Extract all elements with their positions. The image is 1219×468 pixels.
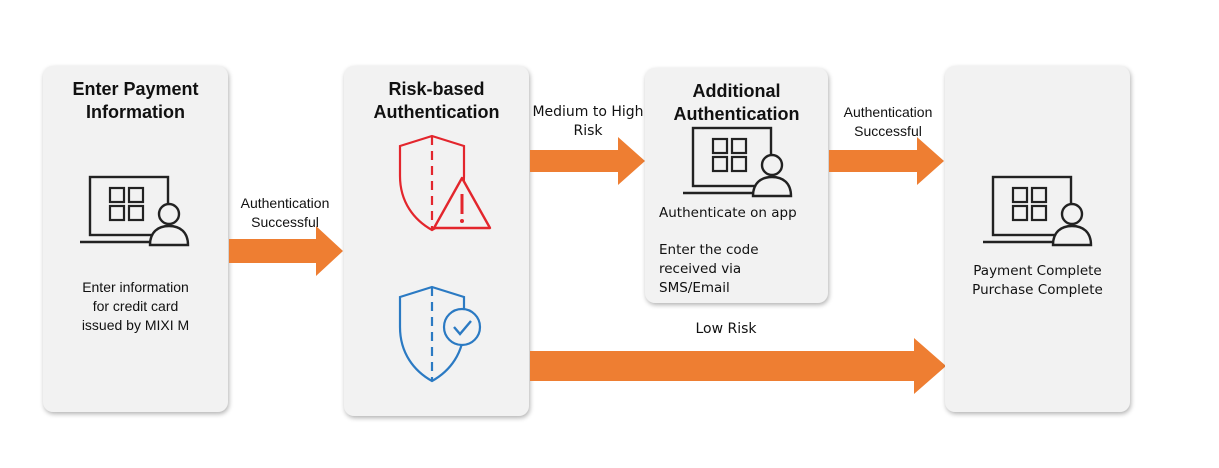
laptop-user-icon <box>683 126 793 198</box>
arrow-medium-high-risk <box>530 137 645 185</box>
arrow-to-complete <box>829 137 944 185</box>
payment-complete-description: Payment Complete Purchase Complete <box>972 263 1103 298</box>
risk-based-title: Risk-based Authentication <box>373 79 500 122</box>
label-authentication-successful-2: Authentication Successful <box>843 104 933 139</box>
label-low-risk: Low Risk <box>695 321 757 337</box>
enter-payment-description: Enter information for credit card issued… <box>81 279 190 333</box>
additional-title: Additional Authentication <box>673 81 800 124</box>
shield-warning-icon <box>398 134 492 232</box>
arrow-to-risk <box>229 226 343 276</box>
card-risk-based: Risk-based Authentication <box>344 66 529 416</box>
arrow-low-risk <box>530 338 946 394</box>
additional-authenticate-on-app: Authenticate on app <box>659 205 797 221</box>
card-additional-authentication: Additional Authentication Authenticate o… <box>645 68 828 303</box>
label-medium-high-risk: Medium to High Risk <box>532 104 644 139</box>
enter-payment-title: Enter Payment Information <box>72 79 199 122</box>
card-enter-payment: Enter Payment Information Enter informat… <box>43 66 228 412</box>
shield-check-icon <box>398 285 482 383</box>
card-payment-complete: Payment Complete Purchase Complete <box>945 66 1130 412</box>
laptop-user-icon <box>983 175 1093 247</box>
additional-enter-code: Enter the code received via SMS/Email <box>659 242 759 296</box>
laptop-user-icon <box>80 175 190 247</box>
label-authentication-successful-1: Authentication Successful <box>240 195 330 230</box>
